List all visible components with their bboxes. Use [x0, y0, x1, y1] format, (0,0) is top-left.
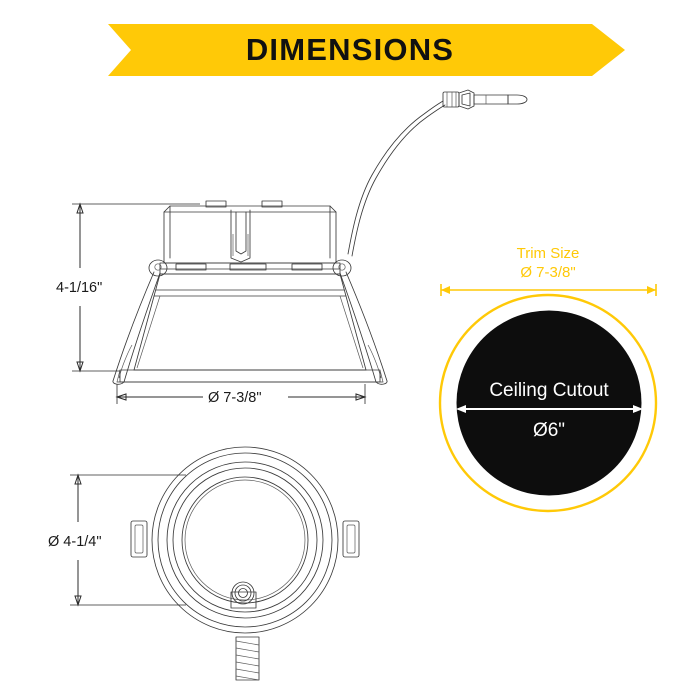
pivot-left [148, 259, 168, 277]
spring-left-inner [123, 272, 161, 383]
banner-shape [108, 24, 625, 76]
spring-left-cap [112, 380, 125, 385]
top-reflector-ring-2 [172, 467, 318, 613]
whip-cable-inner [351, 104, 446, 257]
trim-size-label-line2: Ø 7-3/8" [520, 264, 575, 281]
side-clip-left [130, 520, 148, 558]
reflector-cone [133, 273, 367, 371]
cone-outline [133, 273, 367, 371]
clip-right-inner [346, 524, 356, 554]
height-dimension-label: 4-1/16" [56, 280, 102, 296]
aperture-arrow-top [74, 473, 82, 485]
housing-tab-right [261, 200, 283, 208]
coil-5 [235, 668, 260, 674]
clip-right-body [342, 520, 360, 558]
trim-size-circle [438, 293, 658, 513]
top-aperture-ring-inner [184, 479, 306, 601]
height-arrow-top [76, 202, 84, 214]
dimension-width-7-3-8: Ø 7-3/8" [115, 384, 367, 406]
spring-left-outer [112, 271, 155, 382]
screw-boss-inner [238, 588, 248, 598]
flange-detail-mid [229, 263, 267, 271]
cutout-dimension-arrow [456, 405, 643, 413]
cone-inner-right [339, 295, 364, 369]
coil-3 [235, 654, 260, 660]
screw-boss-outer [231, 581, 255, 605]
spring-right-inner [339, 272, 377, 383]
connector-barrel [473, 94, 509, 105]
trim-flange-outline [119, 369, 381, 383]
connector-latch-detail [461, 92, 471, 107]
coil-spring [235, 636, 260, 681]
flange-detail-left [175, 263, 207, 271]
connector-latch [458, 89, 475, 110]
ceiling-cutout-label-line1: Ceiling Cutout [489, 380, 609, 401]
width-arrow-left [115, 393, 127, 401]
junction-housing [163, 200, 337, 264]
quick-connector [442, 89, 528, 110]
screw-boss-mid [234, 584, 252, 602]
height-arrow-bottom [76, 361, 84, 373]
housing-center-slot-inner [235, 211, 247, 255]
spring-pivots [148, 259, 352, 277]
top-view-group [130, 446, 360, 681]
cutout-arrow-head-left [456, 405, 466, 413]
housing-flange-band [159, 262, 341, 275]
connector-tip [507, 94, 528, 105]
flange-detail-right [291, 263, 323, 271]
housing-tab-left [205, 200, 227, 208]
trim-flange [116, 369, 384, 383]
trim-dimension-line [440, 284, 657, 296]
top-reflector-ring [166, 461, 324, 619]
clip-left-inner [134, 524, 144, 554]
cone-inner-left [136, 295, 161, 369]
pivot-left-hole [154, 263, 162, 271]
coil-2 [235, 647, 260, 653]
trim-size-label-line1: Trim Size [517, 245, 580, 262]
top-outer-ring [151, 446, 339, 634]
clip-left-body [130, 520, 148, 558]
banner-chevron-polygon [108, 24, 625, 76]
dimension-height-4-1-16: 4-1/16" [56, 202, 200, 373]
top-outer-ring-2 [157, 452, 333, 628]
trim-flange-lip-left [116, 369, 121, 383]
spring-right-outer [345, 271, 388, 382]
side-view-group [112, 200, 388, 385]
whip-cable-group [347, 89, 528, 257]
connector-collar [442, 91, 460, 108]
width-dimension-label: Ø 7-3/8" [208, 390, 262, 406]
trim-dim-arrow-left [441, 286, 450, 294]
housing-top-left-bevel [163, 205, 337, 213]
ceiling-cutout-label-line2: Ø6" [533, 420, 565, 441]
spring-right-cap [375, 380, 388, 385]
width-arrow-right [355, 393, 367, 401]
flange-band-outline [159, 262, 341, 275]
pivot-right-hole [338, 263, 346, 271]
housing-center-slot [230, 209, 251, 263]
top-aperture-ring [181, 476, 309, 604]
dimension-aperture-4-1-4: Ø 4-1/4" [48, 473, 186, 607]
trim-flange-lip-right [379, 369, 384, 383]
cutout-arrow-head-right [633, 405, 643, 413]
trim-dim-arrow-right [647, 286, 656, 294]
aperture-arrow-bottom [74, 595, 82, 607]
aperture-dimension-label: Ø 4-1/4" [48, 534, 102, 550]
screw-boss [230, 581, 257, 609]
mounting-springs [112, 271, 388, 385]
ceiling-cutout-circle [456, 310, 642, 496]
coil-6 [235, 675, 260, 681]
side-clip-right [342, 520, 360, 558]
coil-4 [235, 661, 260, 667]
cutout-diagram-group: Trim Size Ø 7-3/8" Ceiling Cutout [438, 245, 658, 513]
pivot-right [332, 259, 352, 277]
whip-cable [347, 100, 444, 255]
coil-1 [235, 640, 260, 646]
